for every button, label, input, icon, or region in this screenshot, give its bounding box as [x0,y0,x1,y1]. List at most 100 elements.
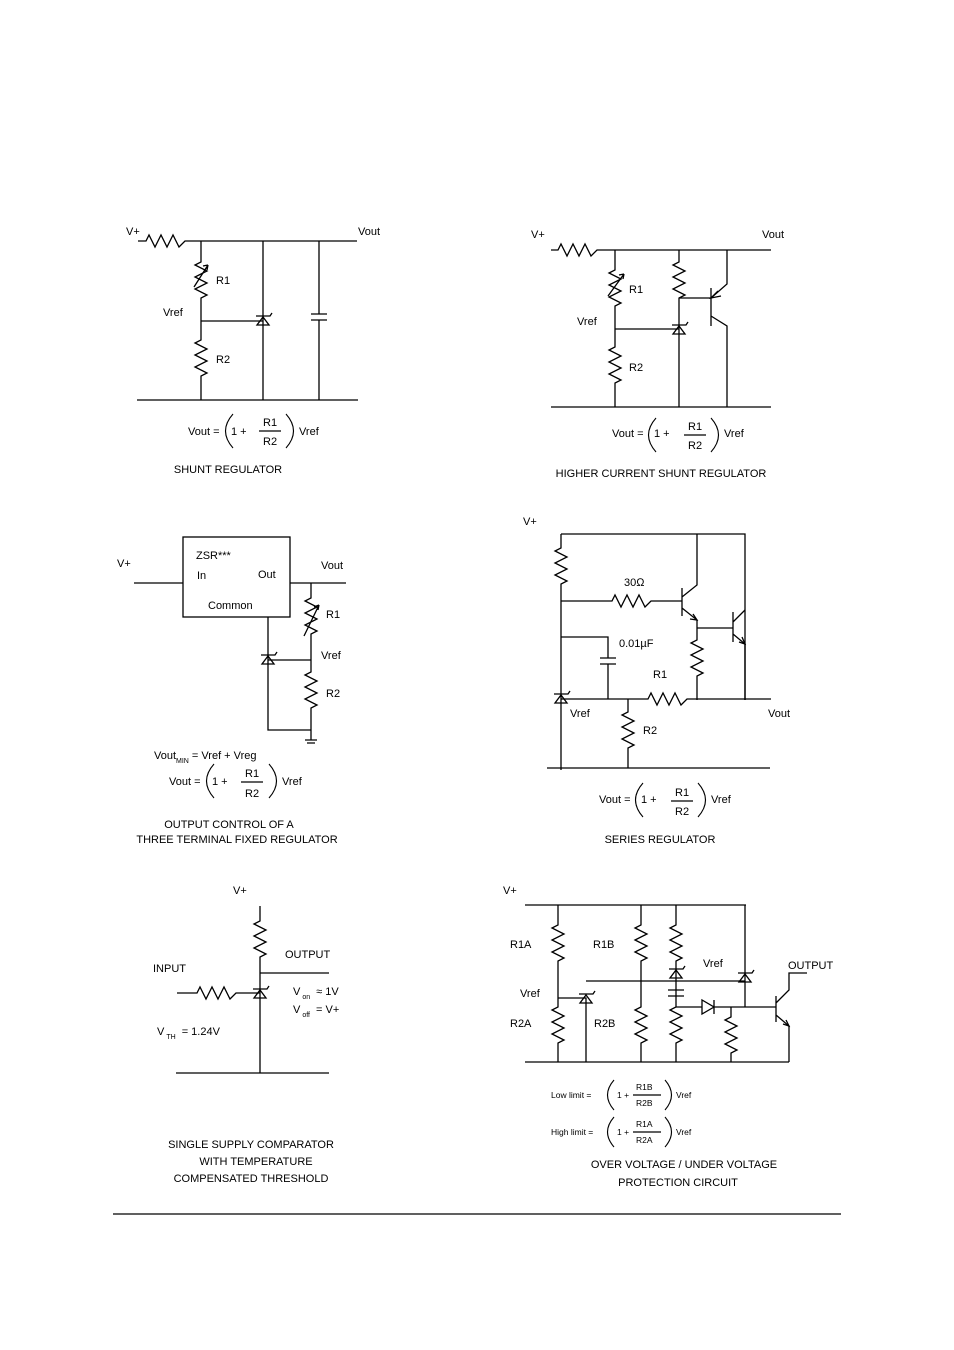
vout-label: Vout [762,229,784,241]
shunt-reference-symbol [671,321,689,335]
output-arrow [782,1019,791,1028]
r1-label: R1 [326,609,340,621]
low-frac-den: R2B [636,1098,653,1108]
r1-vertical [689,628,705,700]
ovp-caption-1: OVER VOLTAGE / UNDER VOLTAGE [591,1159,777,1171]
three-terminal-caption-2: THREE TERMINAL FIXED REGULATOR [136,834,337,846]
vth-sub: TH [166,1034,175,1041]
formula-r1: R1 [688,421,702,433]
output-capacitor [311,241,327,400]
paren-left [224,413,234,449]
output-transistor [775,972,807,1062]
vref-label: Vref [520,988,541,1000]
vplus-label: V+ [523,516,537,528]
r2a-label: R2A [510,1018,532,1030]
formula-r1: R1 [263,417,277,429]
ovp-capacitor [668,989,684,997]
ref-b-symbol [668,965,686,979]
output-label: OUTPUT [285,949,331,961]
von-sub: on [302,994,310,1001]
formula-r2: R2 [245,788,259,800]
formula-vref: Vref [299,426,320,438]
load-resistor [252,906,268,1073]
formula-vout: Vout = [169,776,201,788]
base-resistor-30ohm [561,593,682,609]
vout-label: Vout [768,708,790,720]
vout-label: Vout [358,226,380,238]
ovp-caption-2: PROTECTION CIRCUIT [618,1177,738,1189]
pin-common: Common [208,600,253,612]
three-terminal-regulator-circuit: V+ ZSR*** In Out Common Vout R1 R2 Vref … [117,536,346,846]
r2-label: R2 [629,362,643,374]
paren-left [634,782,644,818]
shunt-caption: SHUNT REGULATOR [174,464,282,476]
paren-left-2 [606,1116,615,1148]
driver-arrow [689,613,699,621]
paren-right [664,1079,673,1111]
vplus-label: V+ [503,885,517,897]
formula-vref: Vref [282,776,303,788]
output-label: OUTPUT [788,960,834,972]
voff-sub: off [302,1012,310,1019]
high-vref: Vref [676,1127,692,1137]
r1-adjust-arrow [607,273,625,297]
formula-one-plus: 1 + [212,776,228,788]
ground-symbol [305,739,317,744]
vref-label: Vref [577,316,598,328]
steering-diode [676,998,776,1016]
r1-label: R1 [629,284,643,296]
vout-label: Vout [321,560,343,572]
comparator-caption-3: COMPENSATED THRESHOLD [174,1173,329,1185]
formula-vout: Vout = [188,426,220,438]
chip-name: ZSR*** [196,550,232,562]
paren-right-2 [664,1116,673,1148]
formula-vref: Vref [711,794,732,806]
paren-right [697,782,707,818]
r1-r2-divider [607,250,623,407]
vth-v: V [157,1026,165,1038]
vref-label: Vref [321,650,342,662]
paren-left [606,1079,615,1111]
ovp-circuit: V+ R1A Vref R2A R1B R2B Vref OUTPUT Low … [503,885,834,1189]
comparator-caption-1: SINGLE SUPPLY COMPARATOR [168,1139,334,1151]
paren-right [268,763,278,799]
vplus-label: V+ [531,229,545,241]
formula-vref: Vref [724,428,745,440]
series-resistor [551,242,771,258]
shunt-reference-symbol [260,651,278,665]
vplus-label: V+ [126,226,140,238]
shunt-reference-symbol [252,985,270,999]
r1a-label: R1A [510,939,532,951]
pass-arrow [738,636,747,646]
low-frac-num: R1B [636,1082,653,1092]
vref-label: Vref [163,307,184,319]
high-one-plus: 1 + [617,1127,629,1137]
r2-label: R2 [326,688,340,700]
cap-label: 0.01µF [619,638,654,650]
paren-right [710,417,720,453]
shunt-regulator-circuit: V+ Vout R1 R2 Vref Vout = 1 + R1 R2 Vref… [126,226,380,476]
bias-resistor [553,534,569,770]
vref-label-2: Vref [703,958,724,970]
low-limit-label: Low limit = [551,1090,591,1100]
formula-r2: R2 [675,806,689,818]
vref-label: Vref [570,708,591,720]
formula-one-plus: 1 + [654,428,670,440]
pass-transistor [679,250,728,407]
formula-r2: R2 [688,440,702,452]
vplus-label: V+ [233,885,247,897]
shunt-reference-symbol [255,312,273,326]
formula-one-plus: 1 + [641,794,657,806]
formula-r1: R1 [245,768,259,780]
formula-r1: R1 [675,787,689,799]
high-limit-label: High limit = [551,1127,593,1137]
pin-in: In [197,570,206,582]
r2-label: R2 [643,725,657,737]
comparator-caption-2: WITH TEMPERATURE [199,1156,312,1168]
paren-left [205,763,215,799]
